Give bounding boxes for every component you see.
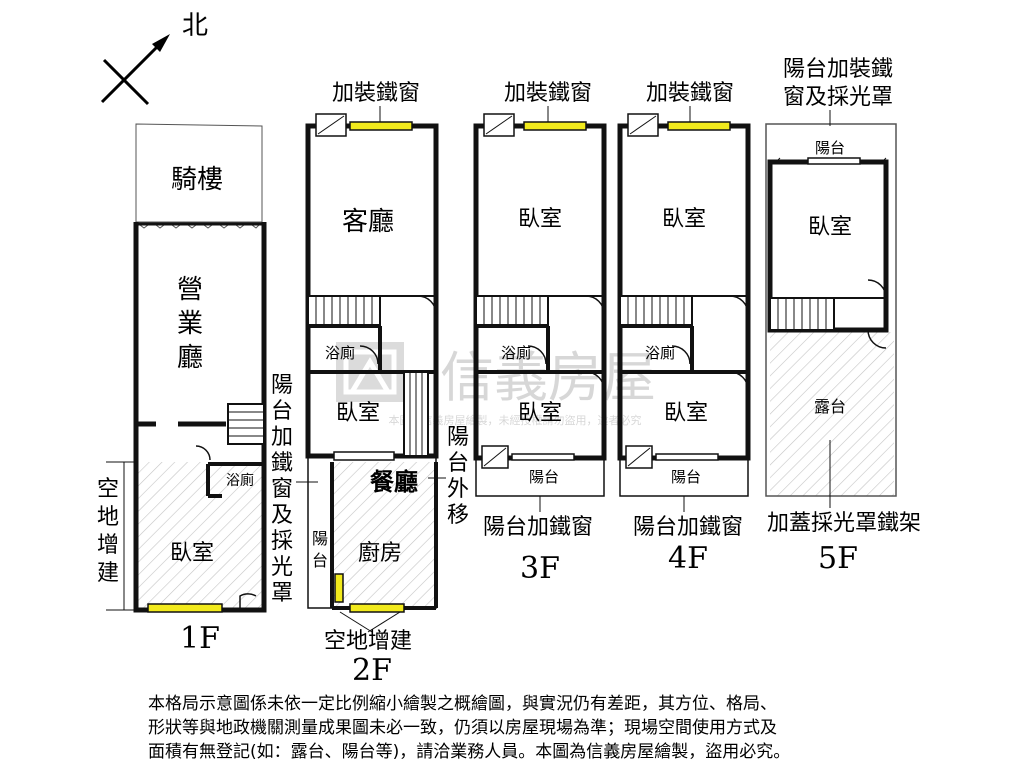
balcony-3f-label: 陽台 [529, 468, 559, 486]
balcony-note-char: 及 [271, 503, 293, 528]
floor-1f: 騎樓 營 業 廳 浴廁 臥室 空 地 增 建 陽 台 加 鐵 窗 及 採 光 罩… [97, 123, 318, 656]
floor-3f: 加裝鐵窗 臥室 浴廁 臥室 陽台 陽台加鐵窗 3F [473, 81, 607, 586]
vacant-ext-char-3: 增 [97, 533, 119, 558]
vacant-extension-area [136, 462, 264, 610]
bedroom-3f-front-label: 臥室 [518, 207, 562, 232]
balcony-moved-note: 陽 台 外 移 [428, 425, 469, 528]
iron-window-4f-label: 加裝鐵窗 [646, 81, 734, 106]
iron-window-3f [523, 121, 587, 131]
balcony-iron-4f-label: 陽台加鐵窗 [633, 515, 743, 540]
floor-2f: 加裝鐵窗 客廳 浴廁 臥室 餐廳 廚房 陽 台 空地增建 陽 台 外 移 2F [305, 81, 469, 688]
balcony-5f-label: 陽台 [815, 139, 845, 157]
north-label: 北 [182, 11, 208, 41]
bedroom-1f-label: 臥室 [170, 541, 214, 566]
kitchen-label: 廚房 [358, 541, 402, 566]
iron-window-3f-label: 加裝鐵窗 [504, 81, 592, 106]
north-arrow: 北 [100, 11, 208, 106]
window-2f-side [334, 573, 344, 603]
top-note-5f-line-1: 陽台加裝鐵 [783, 57, 893, 82]
disclaimer-line-2: 形狀等與地政機關測量成果圖未必一致，仍須以房屋現場為準；現場空間使用方式及 [148, 718, 777, 738]
vacant-ext-2f-label: 空地增建 [324, 629, 412, 654]
vacant-ext-char-1: 空 [97, 477, 119, 502]
dining-room-label: 餐廳 [370, 468, 418, 496]
terrace-area [770, 332, 894, 496]
bath-3f-label: 浴廁 [501, 344, 531, 362]
stair-2f [307, 295, 381, 327]
top-note-5f-line-2: 窗及採光罩 [783, 85, 893, 110]
balcony-moved-char: 外 [447, 477, 469, 502]
disclaimer-line-3: 面積有無登記(如：露台、陽台等)，請洽業務人員。本圖為信義房屋繪製，盜用必究。 [148, 742, 791, 762]
bedroom-4f-back-label: 臥室 [664, 401, 708, 426]
balcony-moved-char: 陽 [447, 425, 469, 450]
terrace-label: 露台 [814, 397, 846, 416]
balcony-note-char: 採 [271, 529, 293, 554]
bedroom-3f-back-label: 臥室 [518, 401, 562, 426]
disclaimer-line-1: 本格局示意圖係未依一定比例縮小繪製之概繪圖，與實況仍有差距，其方位、格局、 [148, 694, 777, 714]
business-hall-char-1: 營 [177, 275, 203, 305]
balcony-4f-label: 陽台 [671, 468, 701, 486]
bedroom-2f-label: 臥室 [336, 401, 380, 426]
balcony-note-char: 光 [271, 555, 293, 580]
stair-3f [475, 295, 549, 327]
floor-4f: 加裝鐵窗 臥室 浴廁 臥室 陽台 陽台加鐵窗 4F [617, 81, 751, 576]
iron-window-4f [667, 121, 731, 131]
window-2f-back [349, 603, 405, 613]
bath-1f-label: 浴廁 [226, 472, 254, 489]
balcony-note-char: 台 [271, 399, 293, 424]
balcony-note-1f: 陽 台 加 鐵 窗 及 採 光 罩 [271, 373, 318, 606]
floor-5f: 陽台加裝鐵 窗及採光罩 陽台 臥室 露台 加蓋採光罩鐵架 5F [765, 57, 921, 576]
bath-2f-label: 浴廁 [325, 344, 355, 362]
balcony-note-char: 窗 [271, 477, 293, 502]
watermark-small: 本圖為信義房屋繪製，未經授權請勿盜用，違者必究 [389, 413, 642, 427]
skylight-frame-label: 加蓋採光罩鐵架 [767, 511, 921, 536]
kitchen-area [332, 462, 436, 608]
balcony-2f-char-1: 陽 [312, 529, 328, 548]
floor-3f-label: 3F [520, 551, 560, 586]
stair-1f [227, 403, 265, 445]
floor-5f-outline [765, 123, 897, 497]
arcade-label: 騎樓 [171, 165, 223, 195]
balcony-moved-char: 移 [447, 503, 469, 528]
business-hall-char-2: 業 [177, 309, 203, 339]
balcony-iron-3f-label: 陽台加鐵窗 [483, 515, 593, 540]
bedroom-4f-front-label: 臥室 [662, 207, 706, 232]
window-1f [147, 603, 223, 613]
balcony-note-char: 罩 [271, 581, 293, 606]
stair-4f [619, 295, 693, 327]
vacant-ext-char-4: 建 [97, 561, 119, 586]
floor-2f-label: 2F [352, 653, 392, 688]
balcony-2f-char-2: 台 [312, 551, 328, 570]
floor-5f-label: 5F [818, 541, 858, 576]
balcony-note-char: 陽 [271, 373, 293, 398]
watermark: 信義房屋 本圖為信義房屋繪製，未經授權請勿盜用，違者必究 [336, 342, 656, 427]
bath-4f-label: 浴廁 [645, 344, 675, 362]
balcony-note-char: 鐵 [271, 451, 293, 476]
disclaimer: 本格局示意圖係未依一定比例縮小繪製之概繪圖，與實況仍有差距，其方位、格局、 形狀… [148, 692, 888, 764]
vacant-ext-char-2: 地 [97, 505, 119, 530]
living-room-label: 客廳 [342, 207, 394, 237]
balcony-moved-char: 台 [447, 451, 469, 476]
floor-4f-label: 4F [668, 541, 708, 576]
iron-window-2f-label: 加裝鐵窗 [332, 81, 420, 106]
iron-window-2f [349, 121, 413, 131]
bedroom-5f-label: 臥室 [808, 215, 852, 240]
floor-1f-label: 1F [180, 621, 220, 656]
balcony-note-char: 加 [271, 425, 293, 450]
business-hall-char-3: 廳 [177, 343, 203, 373]
